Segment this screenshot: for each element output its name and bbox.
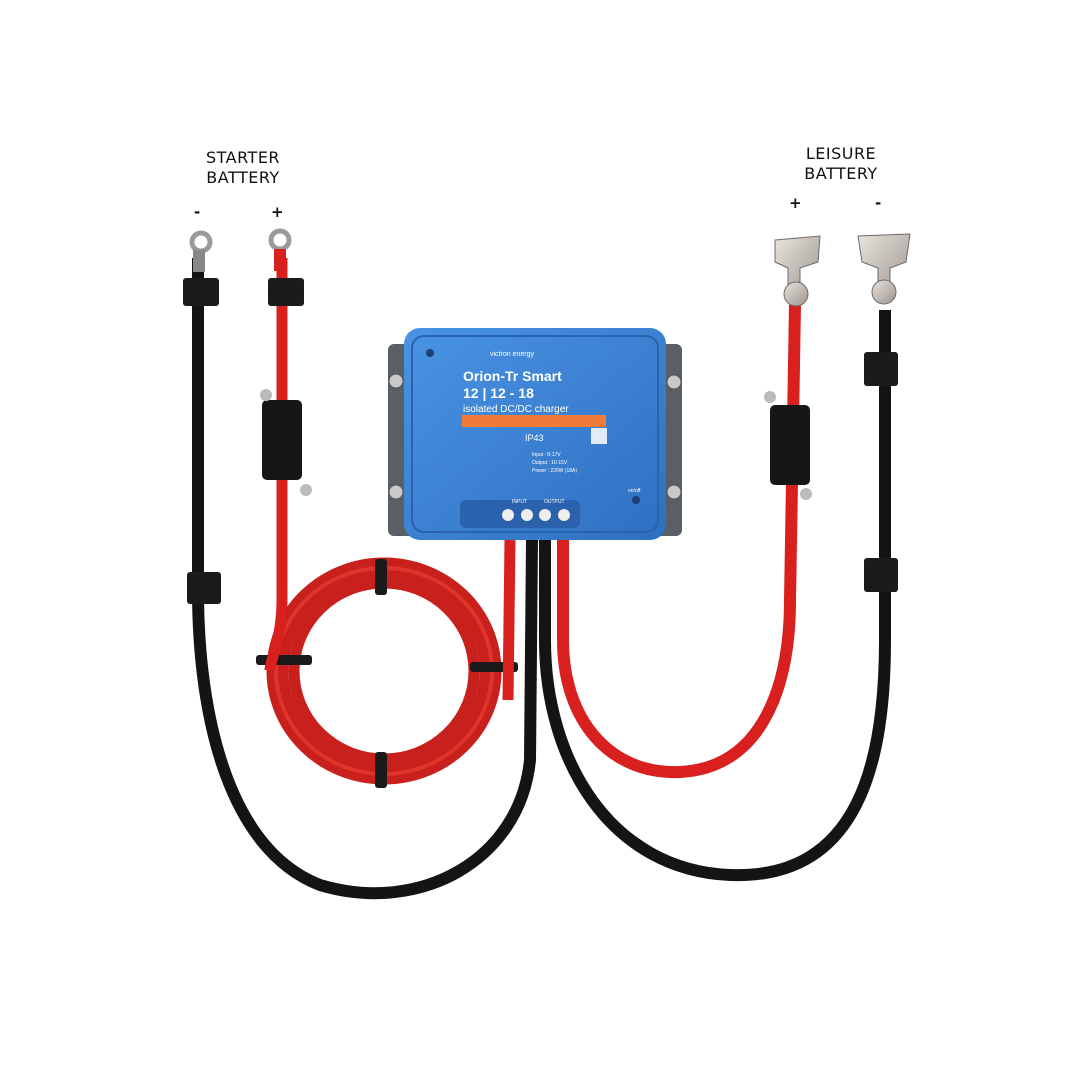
dc-dc-charger	[404, 328, 666, 540]
model-name: Orion-Tr Smart	[463, 368, 562, 384]
starter-negative-cable	[192, 258, 538, 900]
leisure-minus-label: -	[875, 194, 882, 212]
starter-battery-label: STARTER BATTERY	[193, 148, 293, 188]
brand-text: victron energy	[490, 351, 534, 358]
model-subtitle: isolated DC/DC charger	[463, 404, 569, 415]
starter-positive-cable	[264, 258, 288, 671]
starter-positive-lug	[268, 228, 292, 271]
leisure-positive-cable	[557, 304, 801, 779]
leisure-plus-label: +	[789, 194, 802, 212]
red-cable-coil	[266, 557, 502, 785]
terminal-output-label: OUTPUT	[544, 499, 565, 505]
terminal-input-label: INPUT	[512, 499, 527, 505]
starter-label-line2: BATTERY	[206, 168, 280, 187]
leisure-label-line1: LEISURE	[805, 144, 877, 163]
leisure-positive-clamp	[774, 235, 821, 307]
starter-label-line1: STARTER	[205, 148, 281, 167]
onoff-label: on/off	[628, 488, 641, 494]
starter-plus-label: +	[271, 203, 284, 221]
leisure-negative-cable	[539, 310, 891, 882]
orange-stripe	[462, 415, 606, 427]
ip-rating: IP43	[525, 433, 544, 443]
leisure-fuse-holder	[764, 391, 812, 500]
model-rating: 12 | 12 - 18	[463, 385, 534, 401]
output-spec: Output : 10-15V	[532, 460, 568, 466]
input-spec: Input : 8-17V	[532, 452, 561, 458]
starter-fuse-holder	[260, 389, 312, 496]
leisure-battery-label: LEISURE BATTERY	[791, 144, 891, 184]
cable-clips-starter	[183, 278, 304, 604]
leisure-label-line2: BATTERY	[804, 164, 878, 183]
leisure-negative-clamp	[857, 233, 911, 305]
starter-negative-lug	[189, 230, 213, 272]
power-spec: Power : 220W (18A)	[532, 468, 577, 474]
cable-clips-leisure	[864, 352, 898, 592]
starter-minus-label: -	[194, 203, 201, 221]
